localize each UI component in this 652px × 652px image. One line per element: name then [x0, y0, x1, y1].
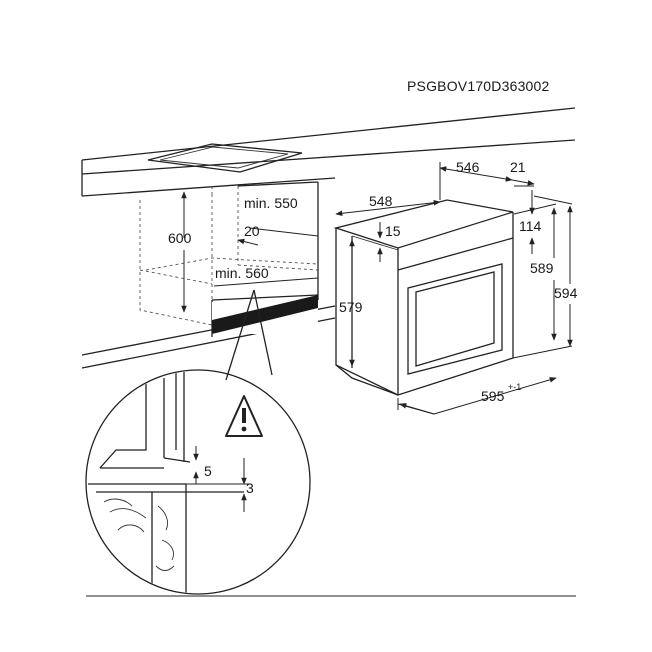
dim-3: 3 — [186, 458, 254, 512]
dim-594-label: 594 — [554, 285, 578, 301]
dim-min-560-label: min. 560 — [215, 265, 269, 281]
dim-595: 595 +-1 — [397, 377, 557, 415]
dim-579-label: 579 — [339, 299, 363, 315]
dim-579: 579 — [339, 239, 363, 367]
dim-21-label: 21 — [510, 159, 526, 175]
worktop — [81, 107, 576, 369]
oven — [333, 199, 514, 396]
dim-600: 600 — [168, 191, 192, 313]
dim-114: 114 — [514, 185, 542, 254]
dim-589-label: 589 — [530, 260, 554, 276]
dim-114-label: 114 — [519, 218, 542, 234]
dim-5-label: 5 — [204, 463, 212, 479]
dim-548-label: 548 — [369, 193, 393, 209]
dim-546: 546 — [439, 159, 513, 200]
dim-589: 589 — [513, 203, 557, 341]
dim-20-label: 20 — [244, 223, 260, 239]
detail-view — [88, 372, 244, 593]
dim-21: 21 — [510, 159, 535, 186]
cabinet-niche — [139, 181, 319, 337]
hob — [147, 143, 303, 173]
dim-546-label: 546 — [456, 159, 480, 175]
dim-15-label: 15 — [385, 223, 401, 239]
dim-548: 548 — [335, 193, 441, 217]
dim-595-tolerance: +-1 — [508, 382, 521, 392]
product-code: PSGBOV170D363002 — [407, 78, 550, 94]
dim-min-560: min. 560 — [213, 265, 319, 287]
dim-595-label: 595 — [481, 388, 505, 404]
dim-5: 5 — [193, 446, 212, 484]
dim-15: 15 — [377, 222, 401, 262]
dim-594: 594 — [512, 195, 578, 359]
dim-20: 20 — [237, 223, 260, 246]
warning-triangle-icon — [225, 395, 263, 437]
detail-callout — [85, 289, 311, 595]
dim-3-label: 3 — [246, 480, 254, 496]
dim-min-550-label: min. 550 — [244, 195, 298, 211]
dim-600-label: 600 — [168, 230, 192, 246]
dim-min-550: min. 550 — [244, 195, 319, 237]
